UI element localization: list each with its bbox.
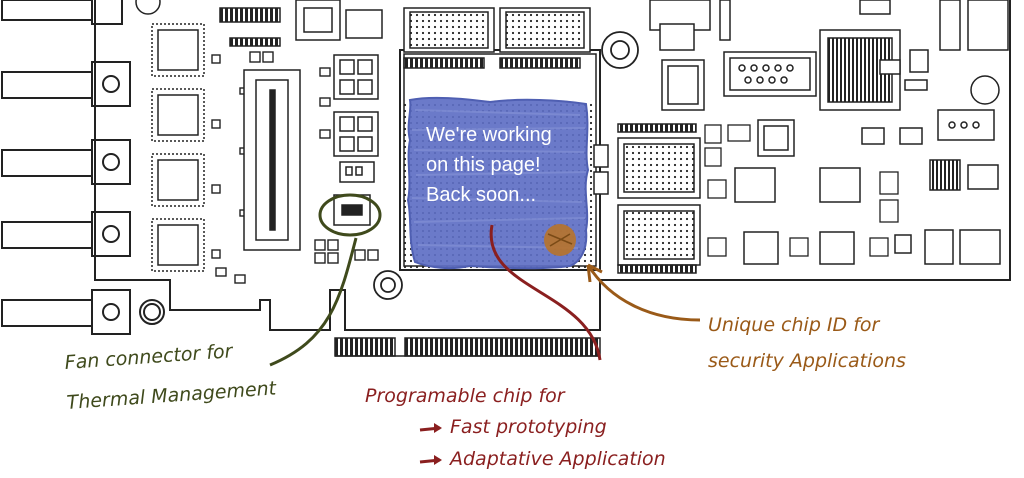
right-components bbox=[649, 0, 1009, 265]
coax-connectors bbox=[1, 0, 165, 335]
chip-annotation-line-1: Programable chip for bbox=[365, 385, 565, 407]
qfp-chips-left bbox=[151, 23, 205, 272]
uid-annotation-line-2: security Applications bbox=[708, 350, 906, 372]
chip-arrow bbox=[489, 224, 602, 361]
wip-line-1: We're working bbox=[426, 124, 552, 146]
passives bbox=[211, 51, 379, 284]
wip-message: We're working on this page! Back soon... bbox=[426, 120, 552, 210]
wip-line-3: Back soon... bbox=[426, 184, 537, 206]
chip-annotation-bullet-1: Fast prototyping bbox=[450, 416, 607, 438]
fan-connector bbox=[333, 194, 371, 226]
top-header bbox=[135, 0, 383, 47]
mezzanine-connector bbox=[243, 69, 301, 251]
fan-arrow bbox=[269, 237, 358, 367]
small-ics bbox=[704, 124, 899, 257]
memory-chips-right bbox=[593, 123, 701, 274]
wip-line-2: on this page! bbox=[426, 154, 541, 176]
uid-annotation-line-1: Unique chip ID for bbox=[708, 314, 880, 336]
memory-chips-top bbox=[403, 7, 591, 69]
uid-arrow bbox=[586, 264, 701, 322]
chip-annotation-bullet-2: Adaptative Application bbox=[450, 448, 666, 470]
pcie-edge-connector bbox=[334, 337, 601, 357]
power-modules bbox=[333, 54, 379, 183]
wip-scribble-overlay bbox=[406, 96, 590, 270]
fan-connector-circle bbox=[318, 193, 382, 237]
